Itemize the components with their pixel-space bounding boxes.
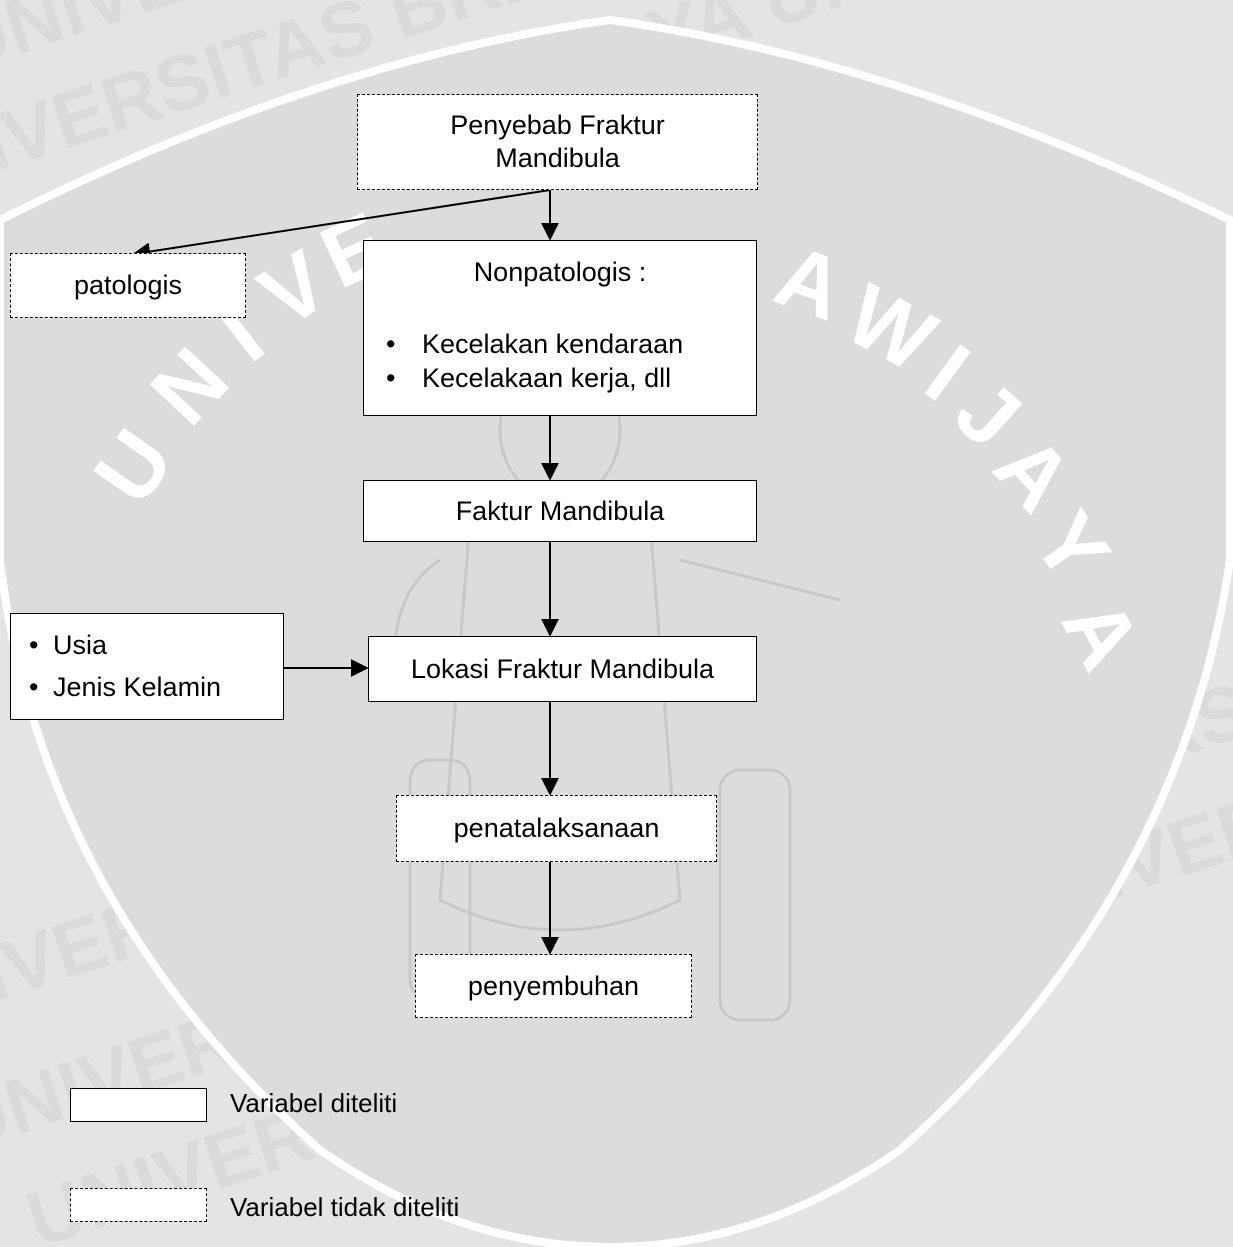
legend-not-studied-label: Variabel tidak diteliti (230, 1192, 460, 1222)
bullet-icon: • (29, 672, 39, 702)
factors-list: • Usia • Jenis Kelamin (29, 624, 221, 708)
healing-label: penyembuhan (467, 970, 640, 1001)
bullet-icon: • (29, 630, 39, 660)
treatment-label: penatalaksanaan (453, 813, 660, 843)
fracture-label: Faktur Mandibula (455, 495, 665, 526)
treatment-box: penatalaksanaan (396, 795, 717, 862)
location-box: Lokasi Fraktur Mandibula (368, 636, 757, 702)
list-item: • Kecelakan kendaraan (386, 327, 683, 361)
legend-dashed-swatch (70, 1188, 207, 1222)
legend-studied-label: Variabel diteliti (230, 1088, 398, 1118)
list-item: • Usia (29, 624, 221, 666)
nonpathologic-box: Nonpatologis : • Kecelakan kendaraan • K… (363, 240, 757, 416)
cause-line-2: Mandibula (495, 143, 620, 173)
nonpathologic-list: • Kecelakan kendaraan • Kecelakaan kerja… (386, 327, 683, 395)
factors-box: • Usia • Jenis Kelamin (10, 613, 284, 720)
arrow-cause-to-pathologic (132, 189, 551, 261)
pathologic-label: patologis (73, 270, 183, 300)
bullet-icon: • (386, 329, 396, 359)
cause-line-1: Penyebab Fraktur (450, 110, 665, 140)
nonpathologic-item-2: Kecelakaan kerja, dll (422, 363, 672, 393)
fracture-box: Faktur Mandibula (363, 480, 757, 542)
legend-solid-swatch (70, 1088, 207, 1122)
factor-item-1: Usia (53, 630, 108, 660)
nonpathologic-title: Nonpatologis : (473, 257, 647, 287)
pathologic-box: patologis (10, 253, 246, 318)
nonpathologic-item-1: Kecelakan kendaraan (422, 329, 684, 359)
cause-box: Penyebab Fraktur Mandibula (357, 94, 758, 190)
factor-item-2: Jenis Kelamin (53, 672, 222, 702)
list-item: • Jenis Kelamin (29, 666, 221, 708)
healing-box: penyembuhan (415, 954, 692, 1018)
location-label: Lokasi Fraktur Mandibula (410, 653, 715, 684)
bullet-icon: • (386, 363, 396, 393)
list-item: • Kecelakaan kerja, dll (386, 361, 683, 395)
